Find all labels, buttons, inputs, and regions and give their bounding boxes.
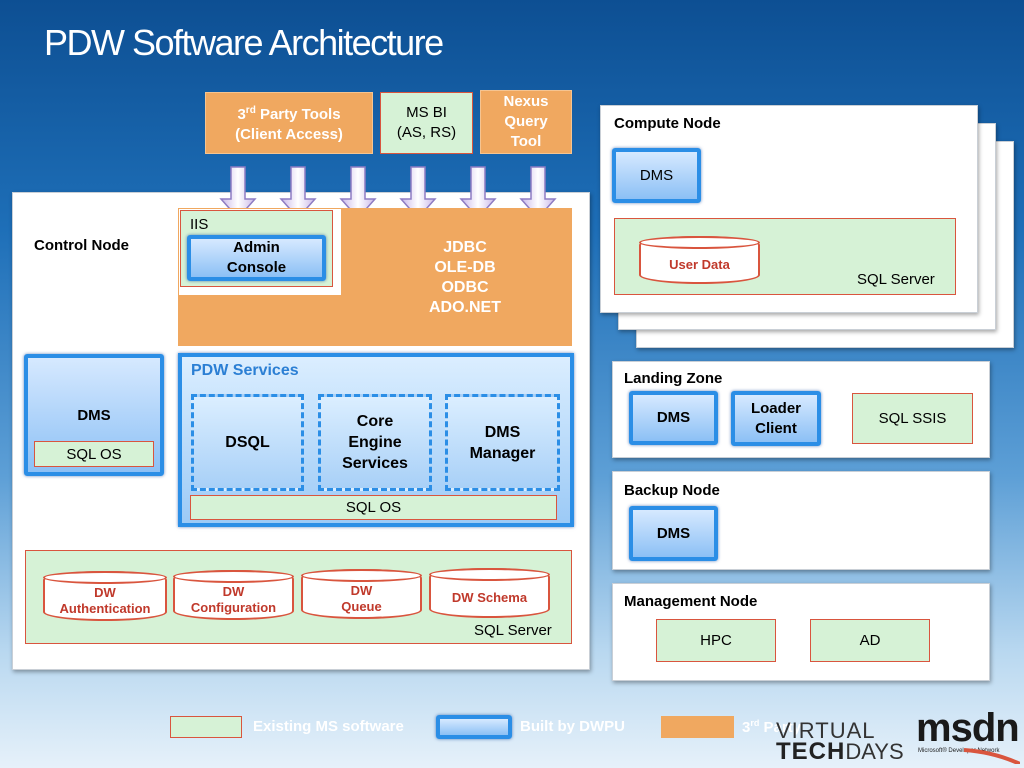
driver-jdbc: JDBC <box>443 239 487 256</box>
dsql-box: DSQL <box>191 394 304 491</box>
iis-label: IIS <box>190 216 209 233</box>
page-title: PDW Software Architecture <box>44 22 444 63</box>
pdw-services-label: PDW Services <box>191 362 299 379</box>
sql-ssis-box: SQL SSIS <box>852 393 973 444</box>
admin-console-button[interactable]: Admin Console <box>187 235 326 281</box>
compute-dms-box: DMS <box>612 148 701 203</box>
compute-node-label: Compute Node <box>614 115 721 132</box>
dw-schema-db: DW Schema <box>429 568 550 618</box>
loader-client-box: Loader Client <box>731 391 821 446</box>
ad-box: AD <box>810 619 930 662</box>
msdn-swoosh-icon <box>964 748 1020 764</box>
legend-existing-swatch <box>170 716 242 738</box>
landing-zone-label: Landing Zone <box>624 370 723 387</box>
nexus-query-tool-box: Nexus Query Tool <box>480 90 572 154</box>
services-sql-os: SQL OS <box>190 495 557 520</box>
user-data-db: User Data <box>639 236 760 284</box>
legend-third-party-label: 3rd Party <box>742 718 802 736</box>
dms-manager-box: DMS Manager <box>445 394 560 491</box>
drivers-list: JDBC OLE-DB ODBC ADO.NET <box>400 238 530 318</box>
core-engine-services-box: Core Engine Services <box>318 394 432 491</box>
legend-third-party-swatch <box>661 716 734 738</box>
hpc-box: HPC <box>656 619 776 662</box>
driver-oledb: OLE-DB <box>434 259 496 276</box>
legend-built-swatch <box>436 715 512 739</box>
control-dms-sql-os: SQL OS <box>34 441 154 467</box>
driver-adonet: ADO.NET <box>429 299 501 316</box>
backup-dms-box: DMS <box>629 506 718 561</box>
control-node-label: Control Node <box>34 237 129 254</box>
ms-bi-box: MS BI (AS, RS) <box>380 92 473 154</box>
third-party-tools-box: 3rd Party Tools (Client Access) <box>205 92 373 154</box>
landing-dms-box: DMS <box>629 391 718 445</box>
backup-node-label: Backup Node <box>624 482 720 499</box>
msdn-logo: msdn Microsoft® Developer Network <box>916 706 1021 764</box>
management-node-label: Management Node <box>624 593 758 610</box>
legend-built-label: Built by DWPU <box>520 718 625 735</box>
control-sql-server-label: SQL Server <box>474 622 552 639</box>
driver-odbc: ODBC <box>441 279 489 296</box>
compute-sql-server-label: SQL Server <box>857 271 935 288</box>
legend-existing-label: Existing MS software <box>253 718 404 735</box>
techdays-logo: VIRTUAL TECHDAYS <box>776 718 904 765</box>
